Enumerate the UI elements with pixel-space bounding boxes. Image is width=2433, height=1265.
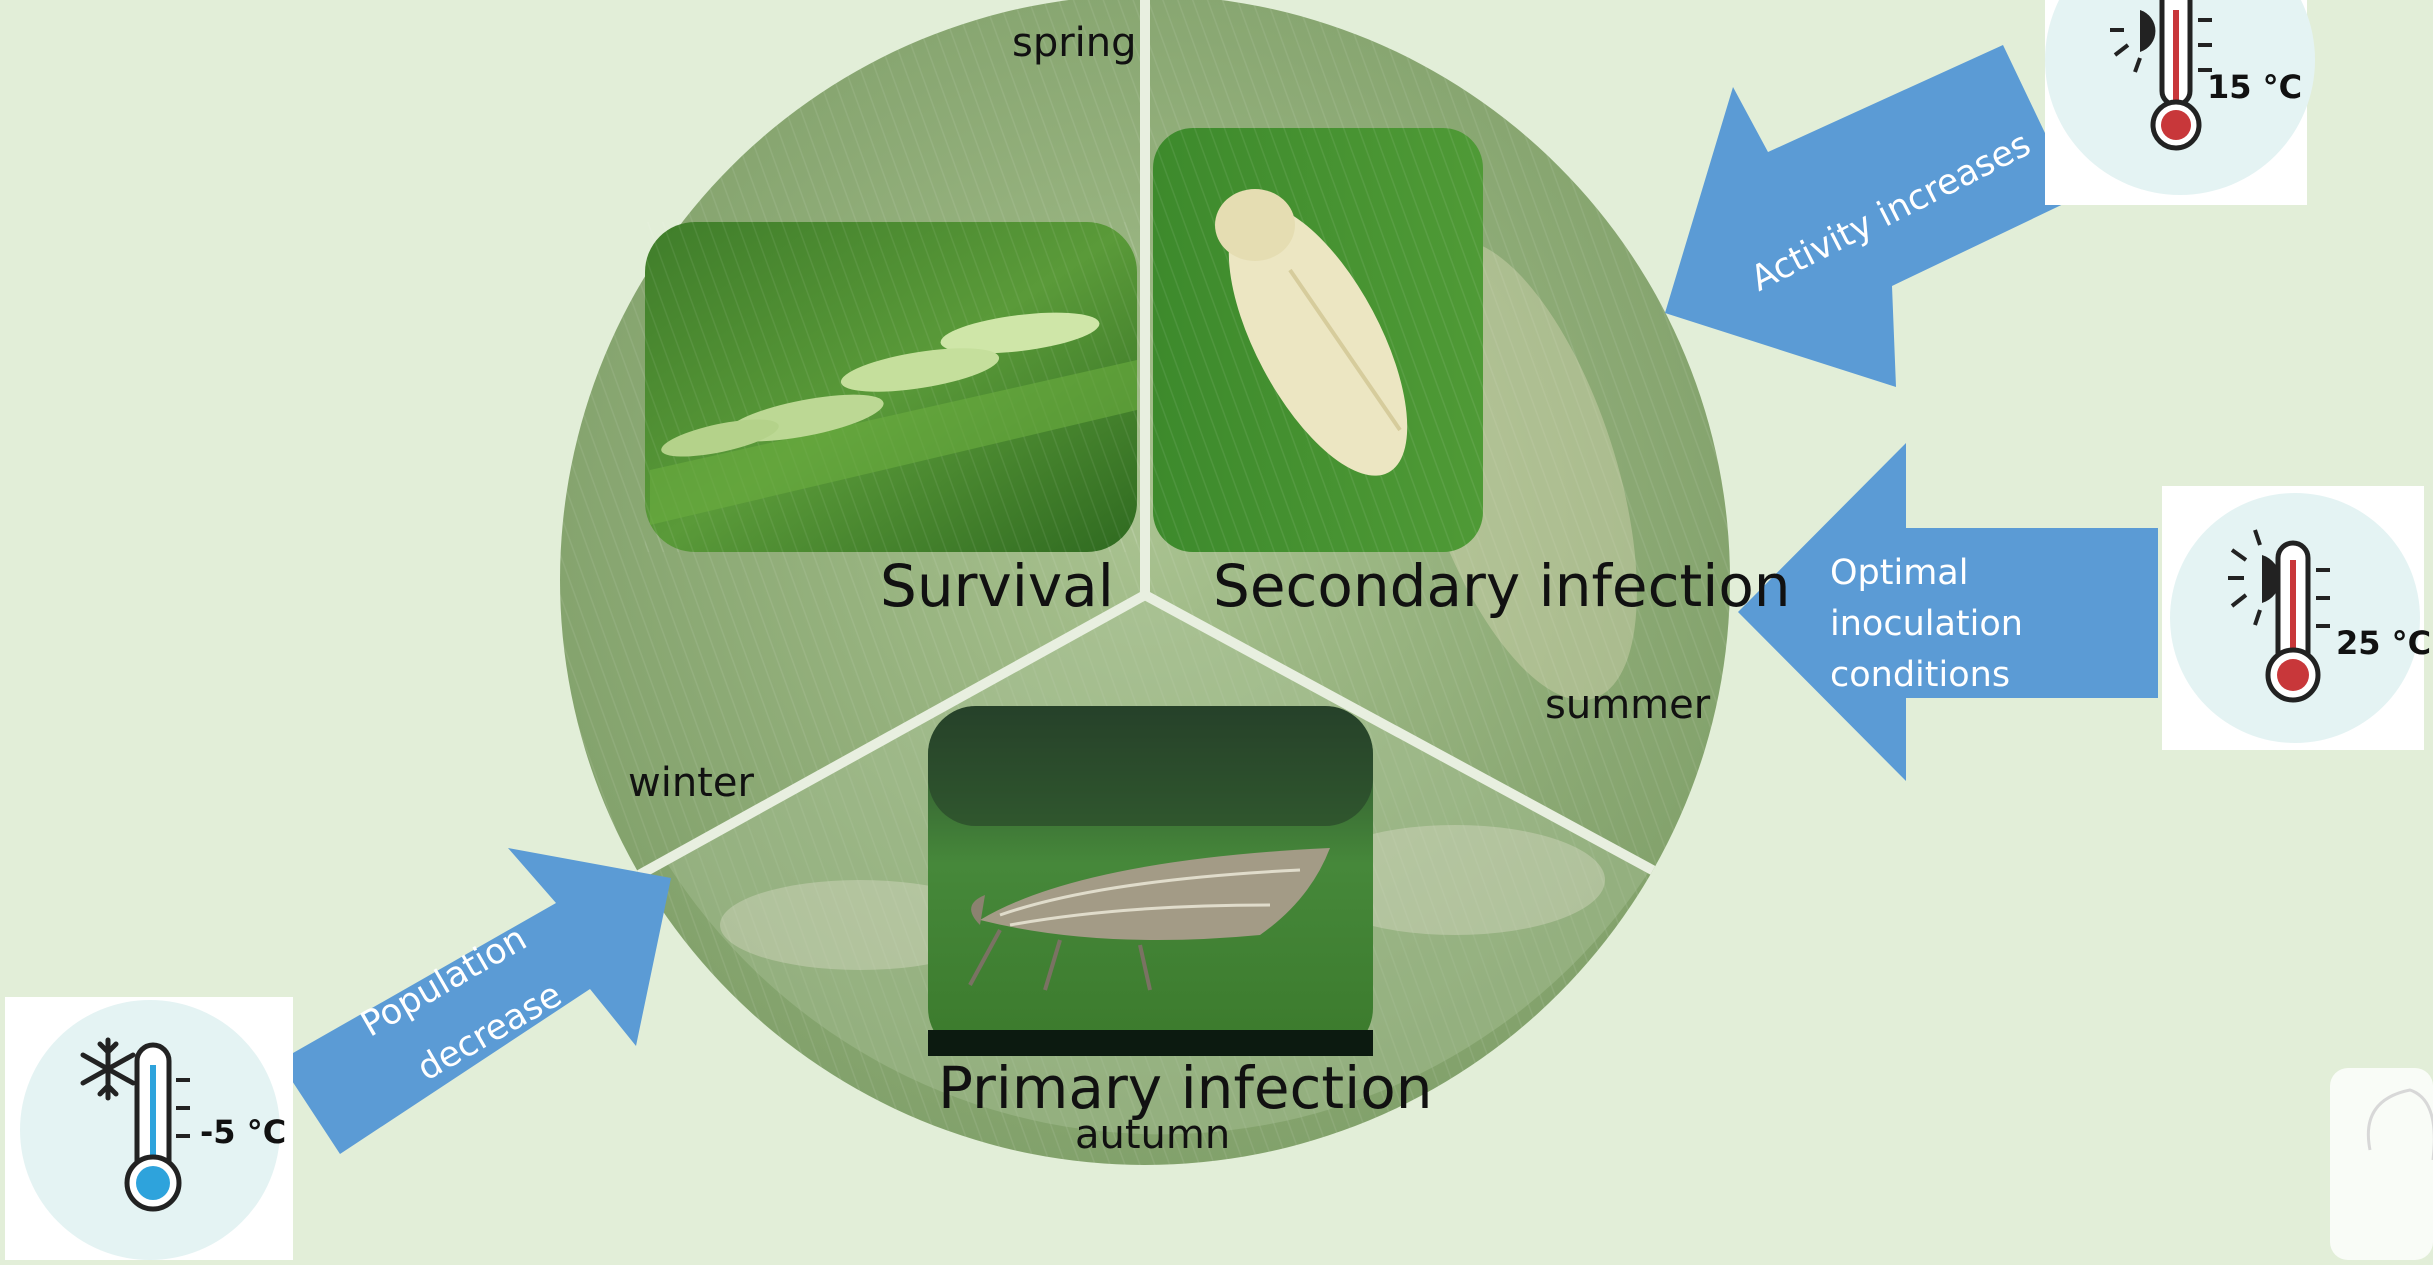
season-label-winter: winter	[628, 760, 754, 806]
nymph-photo	[1153, 128, 1483, 552]
watermark-logo	[2330, 1068, 2433, 1260]
thermometer-25-card	[2162, 486, 2424, 750]
arrow-text-optimal-line1: Optimal	[1830, 553, 1968, 593]
eggs-photo	[645, 222, 1137, 552]
phase-label-primary: Primary infection	[938, 1054, 1433, 1122]
arrow-text-optimal-line3: conditions	[1830, 655, 2010, 695]
season-label-summer: summer	[1545, 682, 1710, 728]
adult-photo	[928, 706, 1373, 1056]
temperature-label-15: 15 °C	[2207, 68, 2302, 106]
temperature-label-minus5: -5 °C	[200, 1113, 286, 1151]
arrow-text-optimal-line2: inoculation	[1830, 604, 2023, 644]
phase-label-secondary: Secondary infection	[1213, 552, 1791, 620]
season-label-spring: spring	[1012, 20, 1137, 66]
phase-label-survival: Survival	[880, 552, 1114, 620]
temperature-label-25: 25 °C	[2336, 624, 2431, 662]
population-arrow	[279, 848, 671, 1154]
